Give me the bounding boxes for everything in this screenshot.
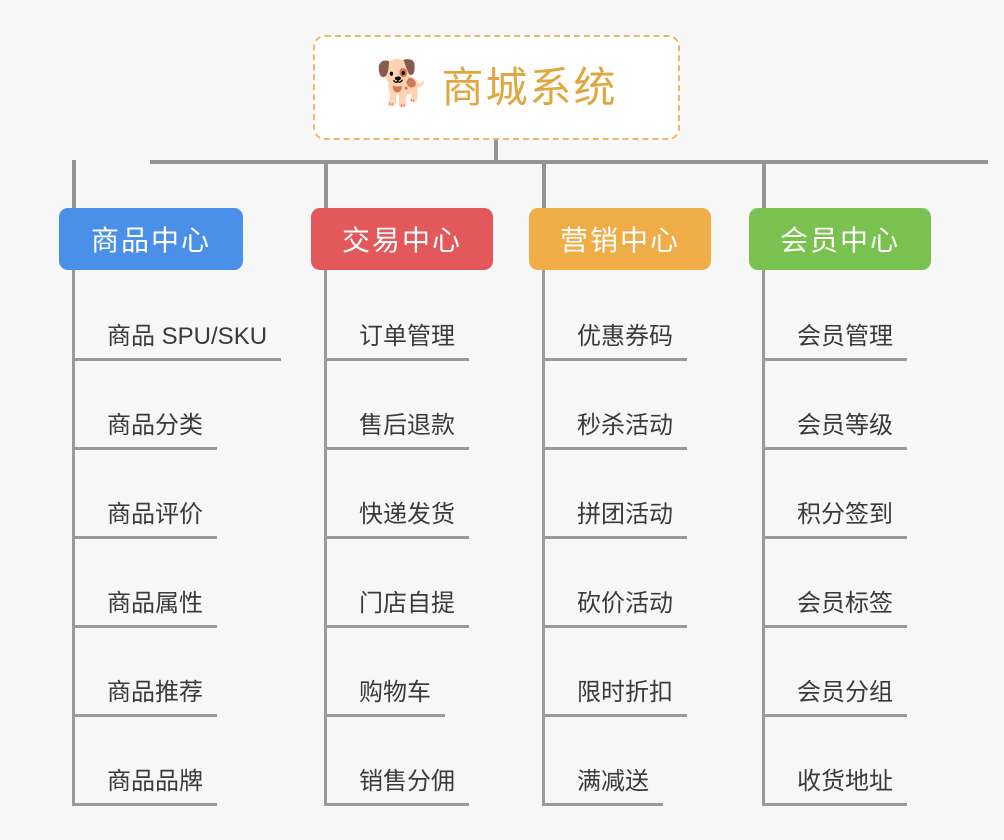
leaf-item[interactable]: 商品推荐 [75,628,243,717]
branch-connector-3 [542,160,546,208]
leaf-item-label: 商品评价 [75,501,217,539]
root-connector-stem [494,140,498,164]
leaf-item-label: 销售分佣 [327,768,469,806]
leaf-item-label: 商品分类 [75,412,217,450]
leaf-item[interactable]: 砍价活动 [545,539,711,628]
root-node[interactable]: 🐕 商城系统 [313,35,680,140]
leaf-item[interactable]: 会员分组 [765,628,931,717]
leaf-item-label: 订单管理 [327,323,469,361]
leaf-item-label: 商品品牌 [75,768,217,806]
leaf-item[interactable]: 商品属性 [75,539,243,628]
leaf-item[interactable]: 秒杀活动 [545,361,711,450]
leaf-item-label: 限时折扣 [545,679,687,717]
leaf-item-label: 商品属性 [75,590,217,628]
branch-header-1[interactable]: 商品中心 [59,208,243,270]
leaf-item-label: 商品推荐 [75,679,217,717]
leaf-item-label: 会员等级 [765,412,907,450]
leaf-item-label: 会员管理 [765,323,907,361]
branch-column-1: 商品中心商品 SPU/SKU 商品分类商品评价商品属性商品推荐商品品牌 [59,208,282,806]
leaf-item-label: 满减送 [545,768,663,806]
shiba-dog-icon: 🐕 [375,58,431,108]
branch-connector-1 [72,160,76,208]
leaf-item[interactable]: 购物车 [327,628,493,717]
branch-header-2[interactable]: 交易中心 [311,208,493,270]
leaf-item[interactable]: 会员标签 [765,539,931,628]
leaf-item[interactable]: 门店自提 [327,539,493,628]
root-connector-bus [150,160,988,164]
leaf-item[interactable]: 售后退款 [327,361,493,450]
branch-column-3: 营销中心优惠券码秒杀活动拼团活动砍价活动限时折扣满减送 [529,208,711,806]
branch-header-label: 商品中心 [90,225,211,256]
branch-header-label: 会员中心 [779,225,900,256]
leaf-item[interactable]: 商品品牌 [75,717,243,806]
leaf-item-label: 购物车 [327,679,445,717]
branch-header-4[interactable]: 会员中心 [749,208,931,270]
leaf-item-label: 会员分组 [765,679,907,717]
root-title: 商城系统 [441,63,618,111]
leaf-item[interactable]: 拼团活动 [545,450,711,539]
branch-items-4: 会员管理会员等级积分签到会员标签会员分组收货地址 [762,270,931,806]
leaf-item[interactable]: 会员管理 [765,272,931,361]
branch-items-2: 订单管理售后退款快递发货门店自提购物车销售分佣 [324,270,493,806]
branch-items-1: 商品 SPU/SKU 商品分类商品评价商品属性商品推荐商品品牌 [72,270,282,806]
branch-header-3[interactable]: 营销中心 [529,208,711,270]
leaf-item[interactable]: 销售分佣 [327,717,493,806]
leaf-item-label: 门店自提 [327,590,469,628]
leaf-item-label: 售后退款 [327,412,469,450]
leaf-item[interactable]: 满减送 [545,717,711,806]
leaf-item-label: 快递发货 [327,501,469,539]
leaf-item[interactable]: 优惠券码 [545,272,711,361]
branch-column-4: 会员中心会员管理会员等级积分签到会员标签会员分组收货地址 [749,208,931,806]
leaf-item-label: 优惠券码 [545,323,687,361]
leaf-item-label: 拼团活动 [545,501,687,539]
leaf-item[interactable]: 订单管理 [327,272,493,361]
branch-connector-4 [762,160,766,208]
leaf-item[interactable]: 商品评价 [75,450,243,539]
leaf-item-label: 砍价活动 [545,590,687,628]
leaf-item[interactable]: 快递发货 [327,450,493,539]
branch-connector-2 [324,160,328,208]
branch-header-label: 营销中心 [559,225,680,256]
leaf-item[interactable]: 积分签到 [765,450,931,539]
leaf-item-label: 积分签到 [765,501,907,539]
leaf-item-label: 收货地址 [765,768,907,806]
leaf-item[interactable]: 商品分类 [75,361,243,450]
leaf-item-label: 秒杀活动 [545,412,687,450]
leaf-item[interactable]: 收货地址 [765,717,931,806]
leaf-item-label: 商品 SPU/SKU [75,323,282,361]
leaf-item-label: 会员标签 [765,590,907,628]
branch-items-3: 优惠券码秒杀活动拼团活动砍价活动限时折扣满减送 [542,270,711,806]
leaf-item[interactable]: 商品 SPU/SKU [75,272,282,361]
branch-column-2: 交易中心订单管理售后退款快递发货门店自提购物车销售分佣 [311,208,493,806]
leaf-item[interactable]: 限时折扣 [545,628,711,717]
branch-header-label: 交易中心 [341,225,462,256]
leaf-item[interactable]: 会员等级 [765,361,931,450]
